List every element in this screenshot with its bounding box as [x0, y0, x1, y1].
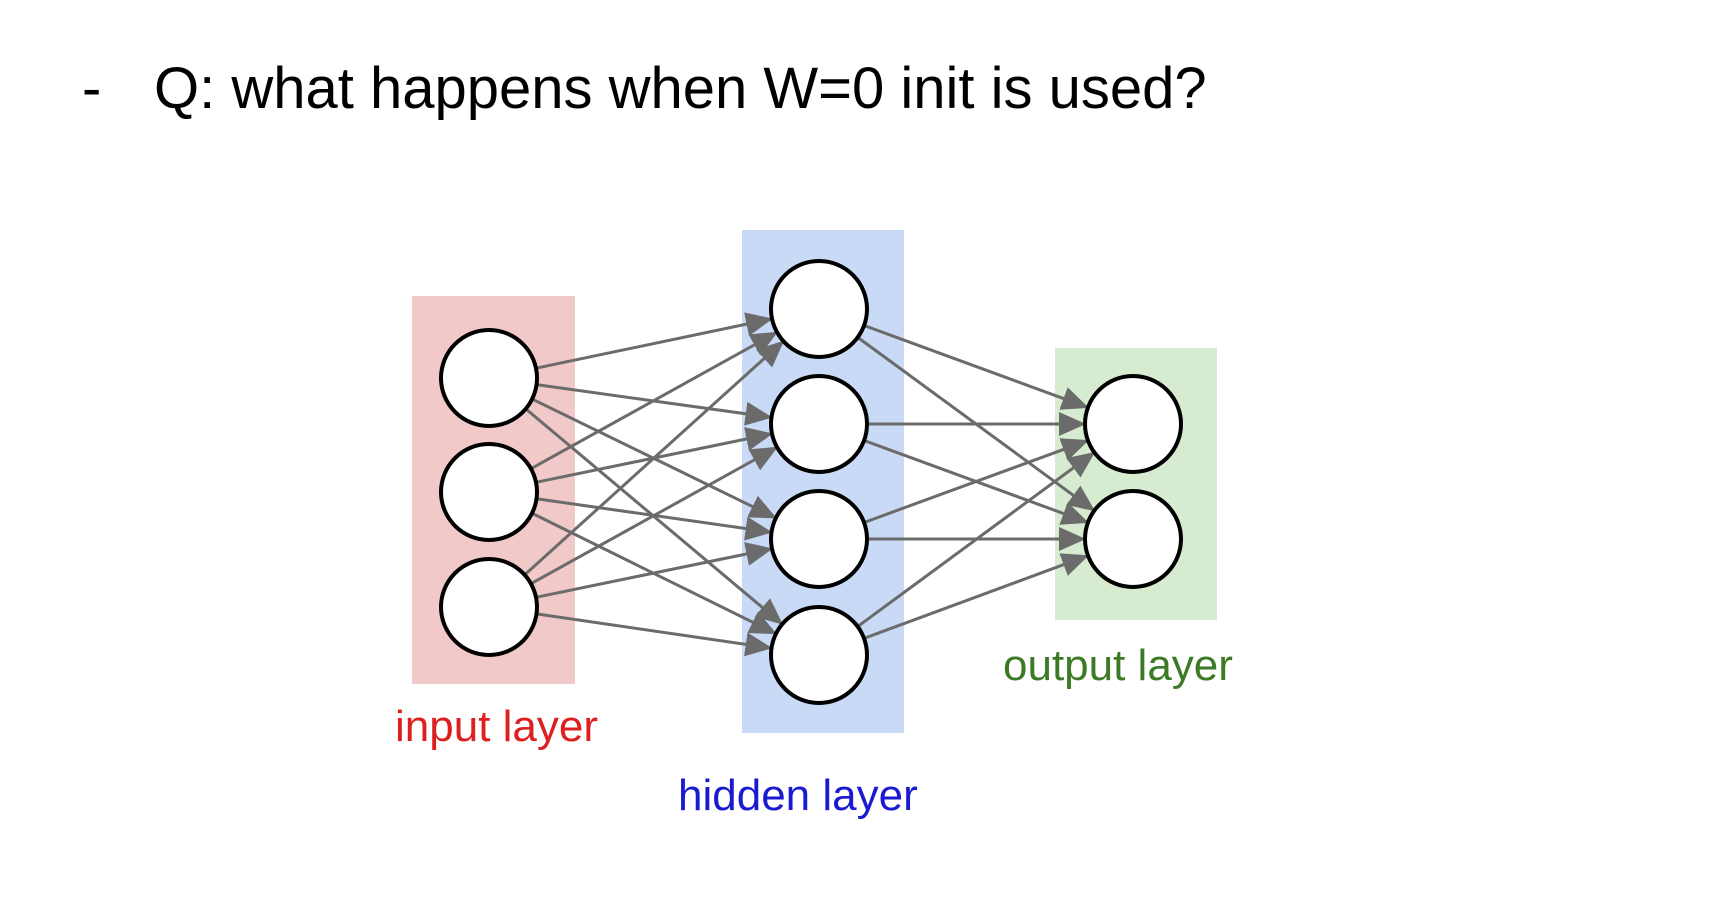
- output-neuron-2: [1083, 489, 1183, 589]
- connection-edges: [523, 312, 1096, 657]
- hidden-1-to-output-1-edge: [863, 324, 1089, 410]
- hidden-4-to-output-2-edge: [863, 553, 1089, 640]
- input-neuron-3: [439, 557, 539, 657]
- hidden-neuron-1: [769, 259, 869, 359]
- hidden-4-to-output-1-edge: [856, 451, 1096, 628]
- question-text: Q: what happens when W=0 init is used?: [154, 55, 1207, 121]
- question-line: - Q: what happens when W=0 init is used?: [82, 48, 1207, 128]
- input-3-to-hidden-3-edge: [535, 542, 773, 599]
- input-2-to-hidden-1-edge: [530, 331, 778, 471]
- input-3-to-hidden-1-edge: [523, 340, 785, 576]
- input-neuron-1: [439, 328, 539, 428]
- hidden-neuron-3: [769, 489, 869, 589]
- output-neuron-1: [1083, 374, 1183, 474]
- input-1-to-hidden-1-edge: [535, 312, 773, 370]
- hidden-layer-label: hidden layer: [678, 771, 918, 820]
- input-neuron-2: [439, 442, 539, 542]
- input-layer-label: input layer: [395, 702, 598, 751]
- hidden-neuron-2: [769, 374, 869, 474]
- input-3-to-hidden-4-edge: [536, 612, 773, 657]
- bullet-dash: -: [82, 55, 102, 121]
- hidden-neuron-4: [769, 605, 869, 705]
- input-3-to-hidden-2-edge: [530, 446, 778, 586]
- hidden-3-to-output-1-edge: [863, 438, 1089, 524]
- output-layer-label: output layer: [1003, 641, 1233, 690]
